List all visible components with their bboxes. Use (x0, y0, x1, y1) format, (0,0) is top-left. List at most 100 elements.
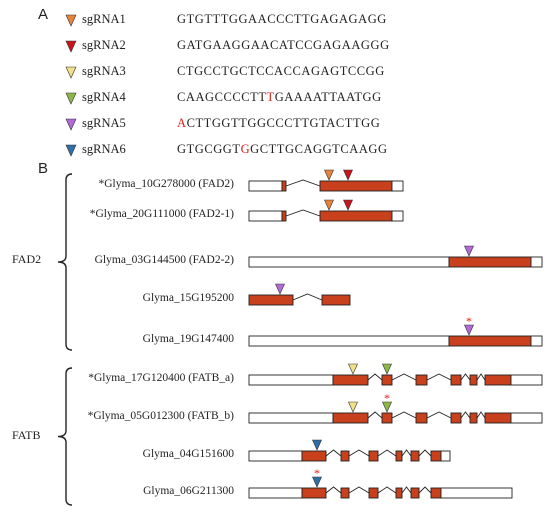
sgrna-sequence: GATGAAGGAACATCCGAGAAGGG (177, 38, 390, 53)
exon-box (450, 374, 462, 386)
sequence-segment: CTGCCTGCTCCACCAGAGTCCGG (177, 64, 385, 78)
sequence-segment: GATGAAGGAACATCCGAGAAGGG (177, 38, 390, 52)
exon-box (368, 487, 379, 499)
intron-line (348, 449, 370, 457)
gene-label: Glyma_19G147400 (142, 333, 234, 345)
intron-line (367, 411, 383, 419)
sgrna-marker-icon (65, 14, 77, 27)
gene-label: Glyma_15G195200 (142, 292, 234, 304)
exon-box (381, 374, 393, 386)
sgrna-marker-icon (65, 66, 77, 79)
sgrna-marker-icon (65, 144, 77, 157)
exon-box (410, 487, 420, 499)
intron-line (367, 373, 383, 381)
sgrna-target-marker-icon (382, 401, 392, 413)
sequence-segment: GAAAATTAATGG (274, 90, 382, 104)
exon-box (381, 412, 393, 424)
sequence-segment: CTTGGTTGGCCCTTGTACTTGG (186, 116, 381, 130)
panel-b-letter: B (38, 160, 49, 177)
intron-line (292, 293, 323, 301)
intron-line (325, 449, 342, 457)
utr-box (248, 374, 334, 386)
group-brace (57, 173, 73, 351)
intron-line (401, 486, 412, 494)
intron-line (426, 373, 452, 381)
intron-line (285, 209, 321, 217)
sgrna-target-marker-icon (348, 401, 358, 413)
intron-line (460, 373, 471, 381)
mutated-base: T (266, 90, 275, 104)
utr-box (530, 335, 543, 347)
gene-label: *Glyma_20G111000 (FAD2-1) (89, 208, 234, 220)
group-brace (57, 367, 73, 506)
intron-line (418, 486, 432, 494)
exon-box (484, 374, 512, 386)
exon-box (321, 294, 351, 306)
sgrna-sequence: GTGTTTGGAACCCTTGAGAGAGG (177, 12, 387, 27)
intron-line (476, 411, 486, 419)
exon-box (448, 335, 532, 347)
intron-line (285, 179, 321, 187)
intron-line (391, 373, 417, 381)
sequence-segment: GTGTTTGGAACCCTTGAGAGAGG (177, 12, 387, 26)
sgrna-marker-icon (65, 92, 77, 105)
gene-label: *Glyma_05G012300 (FATB_b) (87, 410, 234, 422)
exon-box (448, 256, 532, 268)
exon-box (484, 412, 512, 424)
utr-box (248, 487, 303, 499)
exon-box (332, 374, 369, 386)
sgrna-name: sgRNA1 (82, 12, 126, 26)
sgrna-target-marker-icon (312, 439, 322, 451)
exon-box (281, 180, 287, 192)
exon-box (395, 487, 403, 499)
utr-box (248, 180, 283, 192)
sgrna-target-marker-icon (343, 199, 353, 211)
sgrna-target-marker-icon (464, 324, 474, 336)
intron-line (460, 411, 471, 419)
exon-box (368, 450, 379, 462)
intron-line (426, 411, 452, 419)
mutated-base: A (177, 116, 187, 130)
utr-box (248, 210, 283, 222)
sgrna-sequence: ACTTGGTTGGCCCTTGTACTTGG (177, 116, 380, 131)
exon-box (340, 450, 350, 462)
exon-box (319, 210, 393, 222)
sgrna-name: sgRNA2 (82, 38, 126, 52)
exon-box (410, 450, 420, 462)
sgrna-target-marker-icon (324, 199, 334, 211)
exon-box (301, 450, 327, 462)
gene-label: *Glyma_10G278000 (FAD2) (98, 178, 234, 190)
exon-box (469, 412, 478, 424)
intron-line (377, 449, 397, 457)
sgrna-sequence: CTGCCTGCTCCACCAGAGTCCGG (177, 64, 385, 79)
intron-line (325, 486, 342, 494)
utr-box (510, 374, 543, 386)
utr-box (248, 412, 334, 424)
sgrna-target-marker-icon (275, 283, 285, 295)
exon-box (301, 487, 327, 499)
sgrna-target-marker-icon (343, 169, 353, 181)
mutation-star-icon: * (466, 314, 472, 328)
sgrna-marker-icon (65, 40, 77, 53)
group-label-fad2: FAD2 (12, 252, 42, 266)
gene-label: *Glyma_17G120400 (FATB_a) (88, 372, 234, 384)
sgrna-sequence: CAAGCCCCTTTGAAAATTAATGG (177, 90, 382, 105)
utr-box (391, 210, 404, 222)
sgrna-target-marker-icon (464, 245, 474, 257)
intron-line (377, 486, 397, 494)
intron-line (418, 449, 432, 457)
exon-box (332, 412, 369, 424)
exon-box (430, 450, 442, 462)
mutation-star-icon: * (384, 391, 390, 405)
utr-box (248, 335, 450, 347)
sequence-segment: GCTTGCAGGTCAAGG (250, 142, 388, 156)
exon-box (415, 412, 428, 424)
exon-box (395, 450, 403, 462)
mutation-star-icon: * (314, 466, 320, 480)
sgrna-target-marker-icon (348, 363, 358, 375)
sgrna-sequence: GTGCGGTGGCTTGCAGGTCAAGG (177, 142, 388, 157)
exon-box (281, 210, 287, 222)
utr-box (248, 256, 450, 268)
